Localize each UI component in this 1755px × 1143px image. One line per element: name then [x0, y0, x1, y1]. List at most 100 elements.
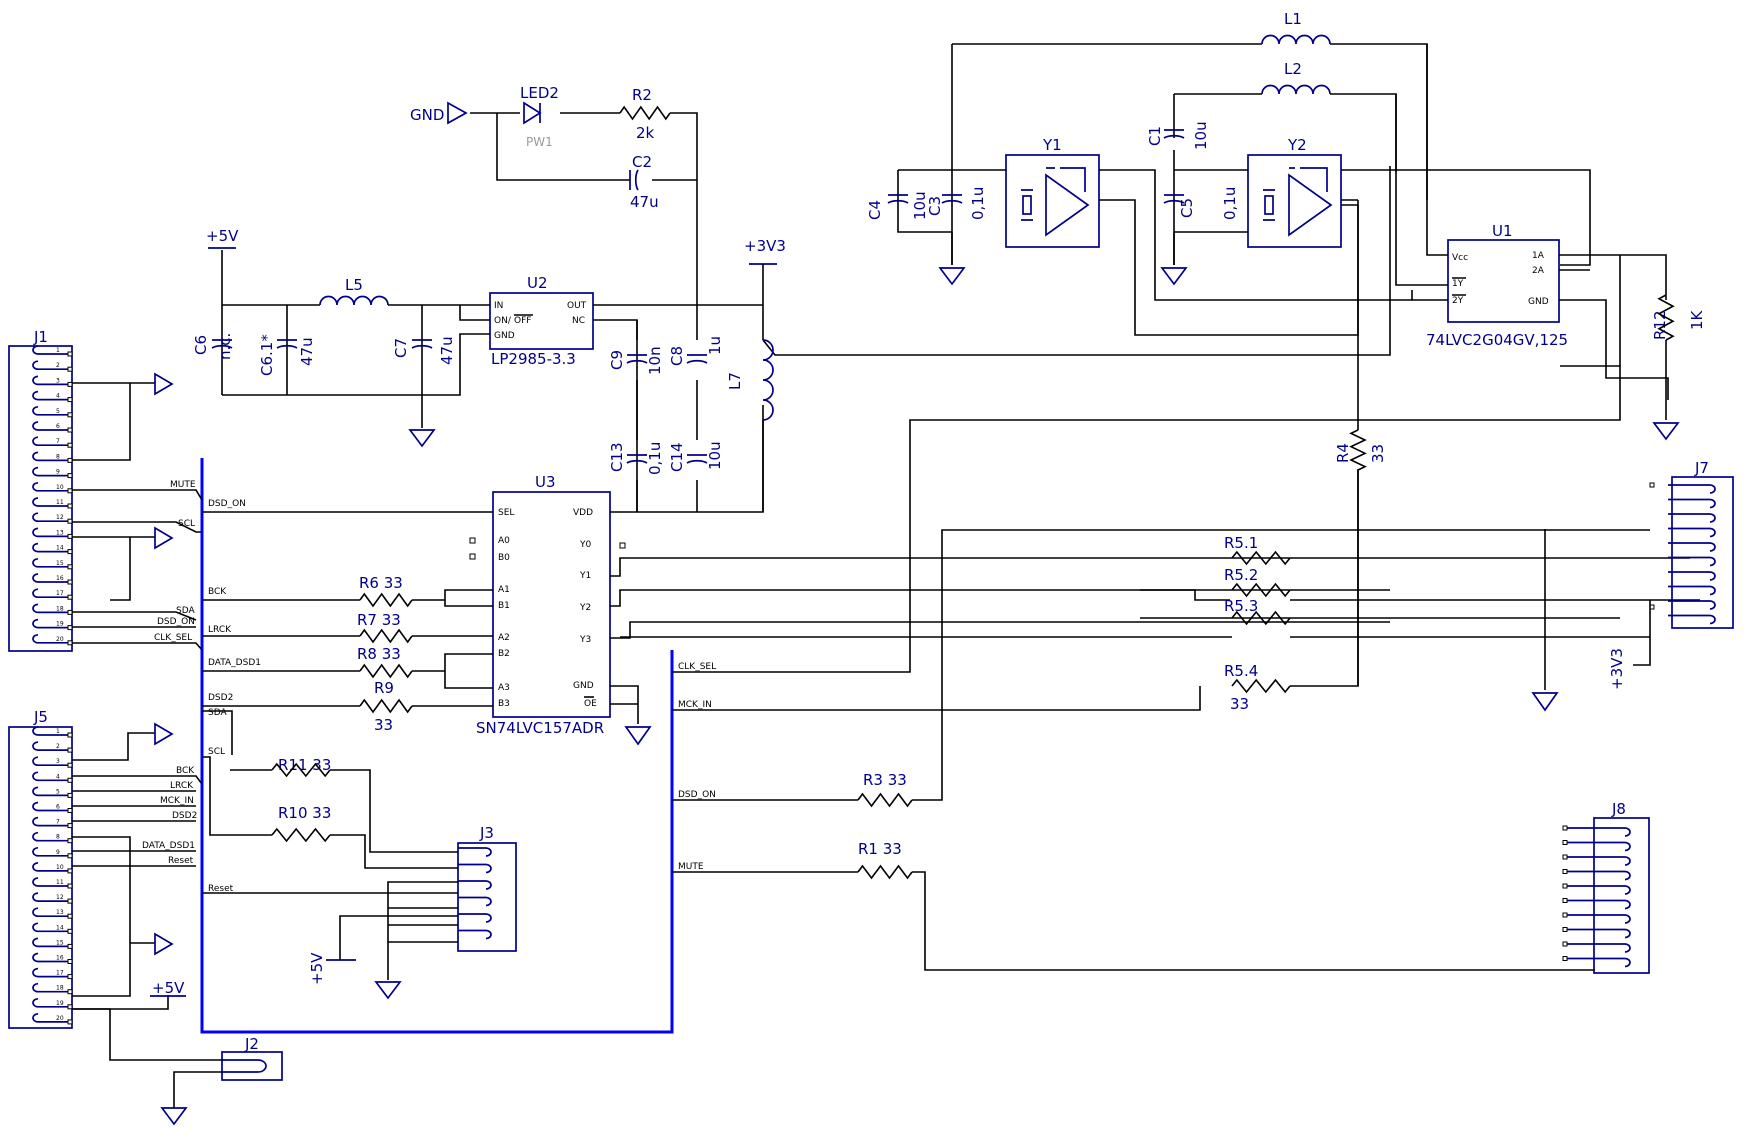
connector-pin	[32, 588, 68, 599]
j5-signal-wires	[72, 775, 203, 1010]
u3-pin-b2: B2	[498, 649, 510, 659]
pin-pad	[1562, 869, 1568, 874]
bus-net-clk-sel: CLK_SEL	[678, 662, 716, 672]
connector-pin	[1668, 600, 1716, 610]
u3-pin-a1: A1	[498, 585, 510, 595]
bus-net-dsd-on: DSD_ON	[208, 499, 246, 509]
pin-pad	[67, 442, 73, 448]
pin-number: 14	[56, 924, 64, 931]
r51-label: R5.1	[1224, 534, 1258, 552]
connector-j5: J5	[8, 708, 73, 1029]
capacitor-symbol	[276, 339, 298, 349]
j7-pins	[1649, 482, 1716, 625]
connector-pin	[32, 421, 68, 431]
connector-pin	[32, 603, 68, 614]
connector-pin	[32, 557, 68, 568]
pin-pad	[67, 533, 73, 539]
u3-pin-y0: Y0	[579, 540, 591, 550]
c9-label: C9	[608, 350, 626, 370]
c8-label: C8	[668, 346, 686, 366]
pin-number: 15	[56, 939, 64, 946]
j1-net-sda: SDA	[176, 606, 195, 616]
pin-number: 6	[56, 804, 60, 811]
j5-net-lrck: LRCK	[170, 781, 194, 791]
resistor-symbol	[1349, 429, 1367, 471]
l5-label: L5	[345, 276, 363, 294]
resistor-symbol	[359, 592, 413, 608]
pin-pad	[67, 594, 73, 600]
pin-pad	[67, 777, 73, 783]
resistor-symbol	[359, 698, 413, 714]
u2-pin-nc: NC	[572, 316, 585, 326]
pin-number: 18	[56, 985, 64, 992]
j2-wires	[72, 1008, 222, 1108]
connector-pin	[1668, 513, 1716, 523]
gnd-r12	[1652, 422, 1680, 441]
pin-pad	[67, 1019, 73, 1025]
j5-net-bck: BCK	[176, 766, 195, 776]
connector-pin	[1565, 899, 1631, 910]
gnd-arrow-led	[447, 101, 468, 125]
bus-net-reset: Reset	[208, 884, 234, 894]
pin-pad	[1562, 898, 1568, 903]
pin-number: 11	[56, 879, 64, 886]
oscillator-y2: Y2	[1247, 136, 1342, 248]
pin-pad	[67, 397, 73, 403]
bus-left	[200, 458, 674, 1034]
pin-pad	[1562, 956, 1568, 961]
r9-value: 33	[374, 716, 393, 734]
resistor-symbol	[359, 628, 413, 644]
connector-pin	[1565, 943, 1631, 953]
connector-pin	[32, 726, 68, 736]
connector-pin	[458, 896, 492, 907]
c61-value: 47u	[298, 337, 316, 366]
j1-net-dsd-on: DSD_ON	[157, 617, 195, 627]
u2-pin-off: OFF	[514, 316, 531, 326]
l1-label: L1	[1284, 10, 1302, 28]
bus-net-sda: SDA	[208, 708, 227, 718]
pin-pad	[67, 579, 73, 585]
pin-number: 17	[56, 590, 64, 597]
j7-label: J7	[1694, 459, 1709, 477]
pin-number: 2	[56, 362, 60, 369]
c6-wires	[221, 305, 423, 428]
pin-number: 3	[56, 758, 60, 765]
connector-pin	[32, 877, 68, 887]
j1-signal-wires	[72, 489, 203, 651]
j1-gnd2-wires	[72, 536, 155, 601]
connector-pin	[1668, 527, 1716, 538]
c9-c13-wires	[636, 305, 698, 512]
r10-label: R10 33	[278, 804, 331, 822]
c1-value: 10u	[1192, 121, 1210, 150]
passive-symbols	[211, 34, 1675, 880]
j8-pins	[1562, 825, 1631, 968]
pin-pad	[67, 625, 73, 631]
l2-wires	[1173, 93, 1397, 265]
connector-pin	[32, 741, 68, 751]
pin-number: 5	[56, 788, 60, 795]
pin-number: 11	[56, 499, 64, 506]
r5-wires	[620, 557, 1700, 638]
c4-value: 10u	[911, 191, 929, 220]
u2-part: LP2985-3.3	[491, 350, 576, 368]
gnd-j7	[1531, 692, 1559, 712]
connector-pin	[32, 967, 68, 978]
connector-pin	[32, 907, 68, 918]
u3-pin-b3: B3	[498, 699, 510, 709]
r2-label: R2	[632, 86, 652, 104]
pin-pad	[1562, 927, 1568, 932]
u3-vdd-wire	[610, 405, 764, 513]
c7-label: C7	[392, 338, 410, 358]
pin-pad	[67, 747, 73, 753]
capacitor-symbol	[1163, 129, 1185, 139]
pin-pad	[67, 868, 73, 874]
c13-value: 0,1u	[646, 442, 664, 475]
u2-pin-out: OUT	[567, 301, 587, 311]
connector-pin	[458, 929, 492, 940]
c3-label: C3	[926, 196, 944, 216]
pin-number: 3	[56, 377, 60, 384]
connector-pin	[1668, 484, 1716, 494]
c7-value: 47u	[438, 336, 456, 365]
